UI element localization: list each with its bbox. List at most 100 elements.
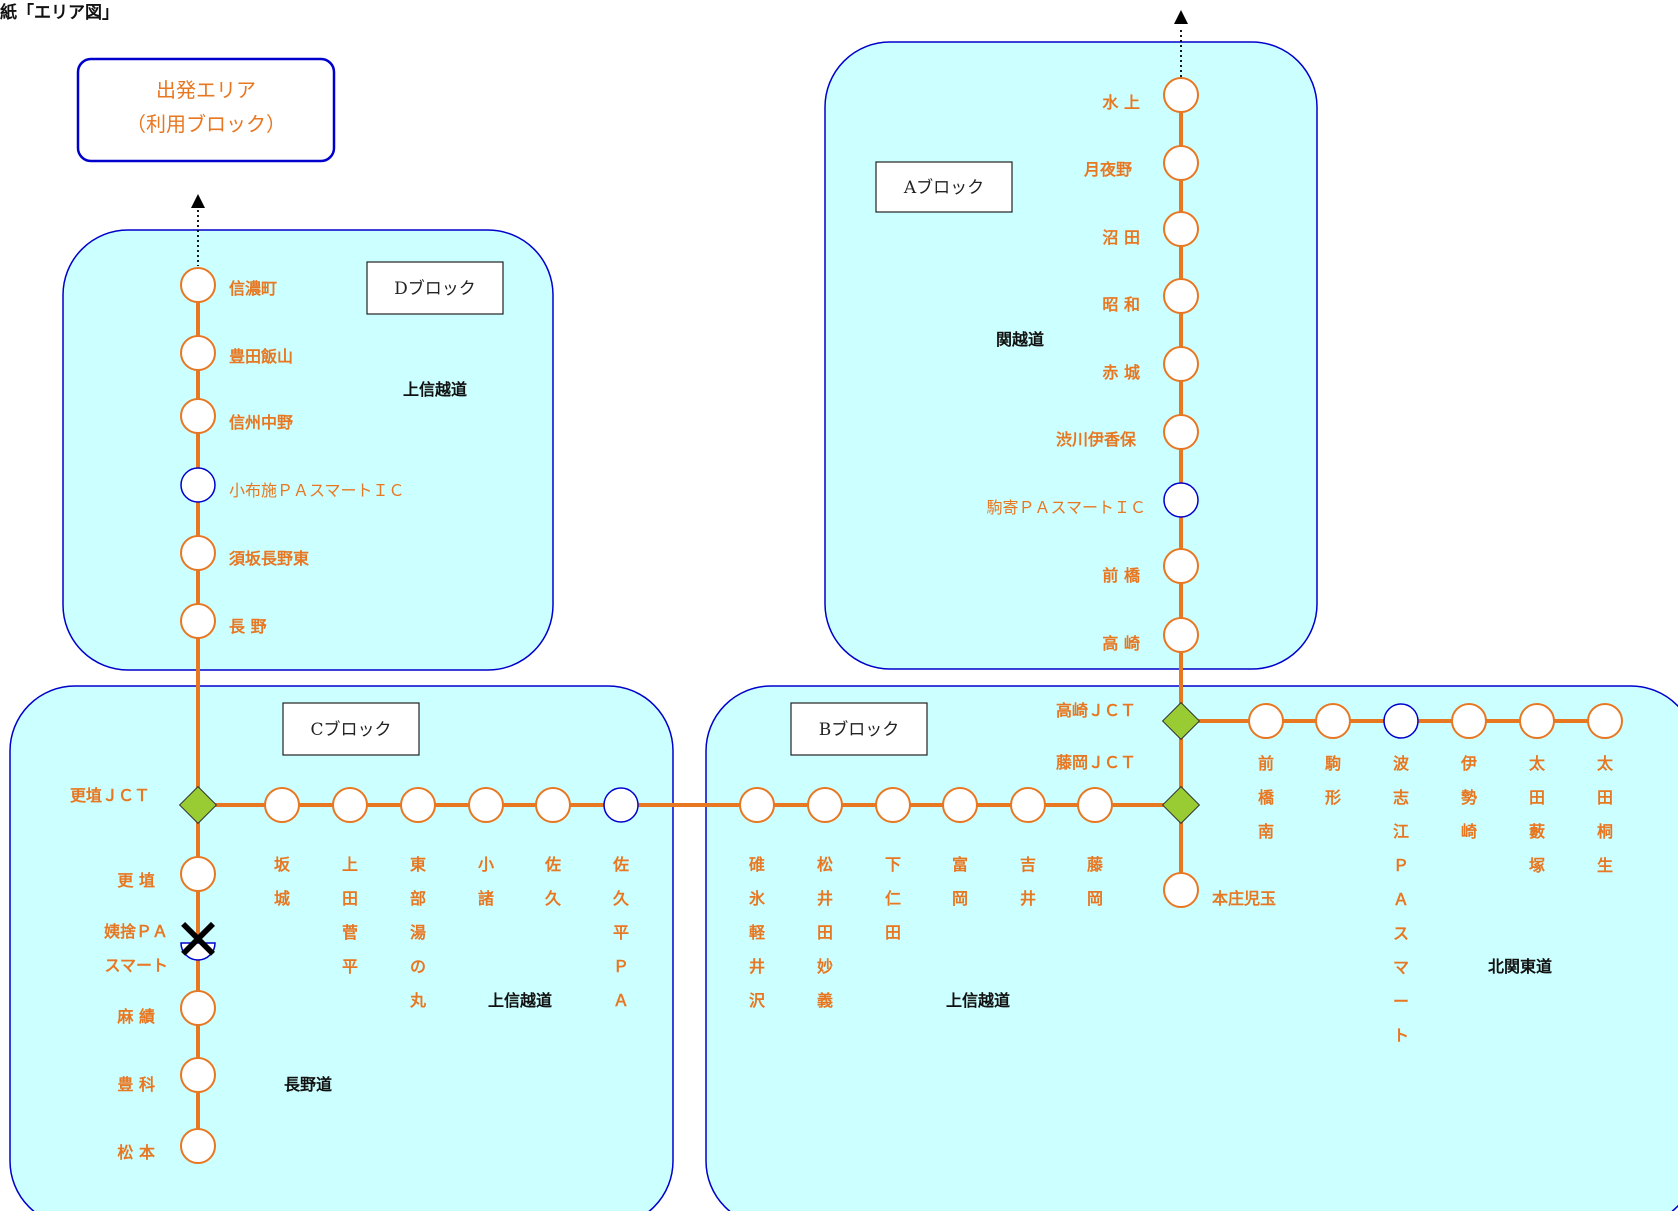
station-marker[interactable] [180, 990, 216, 1026]
block-c-label: Cブロック [310, 719, 391, 740]
junction-fujioka-diamond[interactable] [1161, 785, 1201, 825]
block-d-label: Dブロック [394, 278, 476, 299]
station-tomioka-char: 富 [952, 855, 968, 874]
station-hashie-char: 志 [1393, 788, 1409, 807]
station-uedasugadaira-char: 菅 [342, 923, 358, 942]
station-sakudaira-char: Ａ [613, 991, 629, 1010]
station-marker[interactable] [1163, 145, 1199, 181]
station-otakiryu-char: 桐 [1597, 822, 1613, 841]
block-b-label-box [790, 702, 928, 756]
station-marker[interactable] [180, 398, 216, 434]
station-tomioka-char: 岡 [952, 889, 968, 908]
station-marker[interactable] [180, 1057, 216, 1093]
station-yoshii-char: 井 [1020, 889, 1036, 908]
station-komagata: 駒形 [1325, 754, 1341, 807]
station-matsuidamyogi-char: 松 [817, 855, 833, 874]
station-marker[interactable] [1010, 787, 1046, 823]
station-marker[interactable] [535, 787, 571, 823]
station-maebashiminami-char: 南 [1258, 822, 1274, 841]
station-matsuidamyogi-char: 井 [817, 889, 833, 908]
station-otayabuzuka-char: 藪 [1529, 822, 1545, 841]
station-marker[interactable] [468, 787, 504, 823]
station-showa: 昭 和 [1102, 295, 1140, 314]
station-marker[interactable] [1163, 872, 1199, 908]
station-marker[interactable] [1163, 278, 1199, 314]
station-marker[interactable] [875, 787, 911, 823]
station-marker[interactable] [942, 787, 978, 823]
station-marker[interactable] [1163, 346, 1199, 382]
station-isesaki-char: 崎 [1461, 822, 1477, 841]
station-usuikaruizawa-char: 氷 [749, 889, 766, 908]
station-marker[interactable] [1163, 617, 1199, 653]
station-maebashiminami: 前橋南 [1258, 754, 1275, 841]
station-sakudaira-char: 久 [613, 889, 630, 908]
smart-ic-marker[interactable] [603, 787, 639, 823]
station-marker[interactable] [264, 787, 300, 823]
smart-ic-marker[interactable] [180, 467, 216, 503]
station-fujioka: 藤岡 [1087, 855, 1104, 908]
station-sakaki-char: 城 [274, 889, 290, 908]
station-marker[interactable] [180, 535, 216, 571]
nagano-expressway-stations: 更 埴 ✕ 姨捨ＰＡ スマート 麻 績 豊 科 松 本 [104, 856, 222, 1164]
station-usuikaruizawa-char: 軽 [749, 923, 766, 942]
station-komoro-char: 小 [478, 855, 494, 874]
smart-ic-marker[interactable] [1163, 482, 1199, 518]
station-isesaki-char: 伊 [1460, 754, 1477, 773]
station-saku: 佐久 [544, 855, 562, 908]
station-marker[interactable] [1315, 703, 1351, 739]
junction-takasaki-diamond[interactable] [1161, 701, 1201, 741]
block-c-region [9, 685, 674, 1211]
kitakanto-stations [1248, 703, 1623, 739]
station-komayose: 駒寄ＰＡスマートＩＣ [986, 498, 1146, 517]
station-marker[interactable] [1248, 703, 1284, 739]
station-marker[interactable] [180, 335, 216, 371]
departure-area-sublabel: （利用ブロック） [126, 112, 286, 136]
station-hashie-char: 江 [1393, 822, 1409, 841]
station-marker[interactable] [1077, 787, 1113, 823]
station-hashie-char: Ｐ [1393, 856, 1409, 875]
station-marker[interactable] [1163, 211, 1199, 247]
departure-area-box [76, 57, 336, 163]
station-matsumoto: 松 本 [117, 1143, 155, 1162]
station-marker[interactable] [1163, 77, 1199, 113]
block-c-label-box [282, 702, 420, 756]
station-komoro: 小諸 [478, 855, 494, 908]
station-sakaki-char: 坂 [274, 855, 291, 874]
station-marker[interactable] [1163, 548, 1199, 584]
closed-smart-ic-marker[interactable] [180, 942, 216, 961]
station-sakaki: 坂城 [274, 855, 291, 908]
station-marker[interactable] [180, 267, 216, 303]
station-komagata-char: 形 [1325, 788, 1341, 807]
junction-koshoku-diamond[interactable] [178, 785, 218, 825]
station-takasaki-jct: 高崎ＪＣＴ [1056, 701, 1136, 720]
station-marker[interactable] [1587, 703, 1623, 739]
vertical-station-labels: 坂城上田菅平東部湯の丸小諸佐久佐久平ＰＡ碓氷軽井沢松井田妙義下仁田富岡吉井藤岡前… [274, 754, 1614, 1045]
station-yoshii-char: 吉 [1020, 855, 1036, 874]
station-marker[interactable] [332, 787, 368, 823]
smart-ic-marker[interactable] [1383, 703, 1419, 739]
station-marker[interactable] [180, 1128, 216, 1164]
station-marker[interactable] [739, 787, 775, 823]
station-marker[interactable] [1519, 703, 1555, 739]
station-marker[interactable] [1451, 703, 1487, 739]
station-marker[interactable] [180, 603, 216, 639]
station-maebashiminami-char: 橋 [1258, 788, 1275, 807]
station-obuse: 小布施ＰＡスマートＩＣ [229, 481, 405, 500]
station-marker[interactable] [807, 787, 843, 823]
station-marker[interactable] [1163, 414, 1199, 450]
road-kitakanto-label: 北関東道 [1488, 957, 1552, 976]
kanetsu-stations: 水 上 月夜野 沼 田 昭 和 赤 城 渋川伊香保 駒寄ＰＡスマートＩＣ 前 橋… [986, 77, 1199, 653]
station-marker[interactable] [180, 856, 216, 892]
station-tomioka: 富岡 [952, 855, 968, 908]
station-hashie-char: ス [1393, 924, 1409, 943]
station-fujioka-jct: 藤岡ＪＣＴ [1056, 753, 1136, 772]
station-marker[interactable] [400, 787, 436, 823]
station-sakudaira-char: 平 [613, 923, 629, 942]
station-numata: 沼 田 [1102, 228, 1140, 247]
station-obasute-line1: 姨捨ＰＡ [104, 922, 168, 941]
station-fujioka-char: 岡 [1087, 889, 1103, 908]
